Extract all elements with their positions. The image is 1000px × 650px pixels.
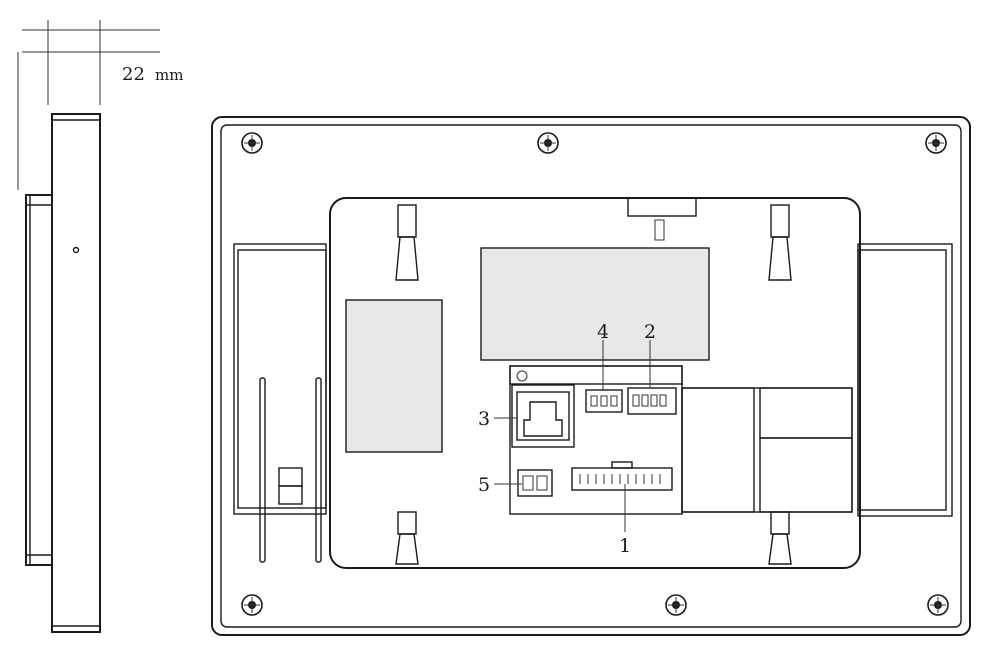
screw-icon	[925, 132, 947, 154]
wire-clip-top	[278, 467, 303, 487]
back-plate	[329, 197, 861, 569]
right-module-top	[759, 387, 853, 439]
inner-frame	[220, 124, 962, 628]
callout-label: 4	[597, 321, 609, 343]
top-tab-screw	[654, 219, 665, 241]
screw-icon	[241, 594, 263, 616]
side-bracket	[25, 194, 52, 566]
right-rail-inner	[857, 249, 947, 511]
left-label-panel	[345, 299, 443, 453]
dimension-value: 22	[122, 64, 145, 85]
callout-label: 5	[478, 474, 490, 496]
hanger-bottom-right	[768, 511, 792, 565]
rear-view: 1 2 3 4 5	[211, 116, 971, 636]
screw-icon	[241, 132, 263, 154]
connector-4	[585, 389, 623, 413]
right-module-bottom	[759, 437, 853, 513]
callout-label: 3	[478, 408, 490, 430]
screw-icon	[537, 132, 559, 154]
wire-clip-bottom	[278, 485, 303, 505]
outer-frame	[211, 116, 971, 636]
callout-label: 2	[644, 321, 656, 343]
connector-1	[571, 461, 673, 491]
top-tab	[627, 197, 697, 217]
side-hole	[72, 246, 80, 254]
hanger-top-right	[768, 204, 792, 281]
right-module-left	[681, 387, 755, 513]
left-rail-inner	[237, 249, 327, 509]
rj45-connector	[511, 384, 575, 448]
board-screw	[516, 370, 528, 382]
hanger-bottom-left	[395, 511, 419, 565]
left-wire-2	[315, 377, 322, 563]
side-view: 22 mm	[17, 20, 183, 633]
side-body	[51, 113, 101, 633]
dimension-unit: mm	[155, 66, 183, 84]
left-wire-1	[259, 377, 266, 563]
hanger-top-left	[395, 204, 419, 281]
connector-2	[627, 387, 677, 415]
screw-icon	[665, 594, 687, 616]
right-rail	[857, 243, 953, 517]
connector-5	[517, 469, 553, 497]
top-label-panel	[480, 247, 710, 361]
circuit-board-header	[509, 365, 683, 385]
right-module	[681, 387, 853, 513]
left-rail	[233, 243, 327, 515]
callout-label: 1	[619, 535, 631, 557]
screw-icon	[927, 594, 949, 616]
